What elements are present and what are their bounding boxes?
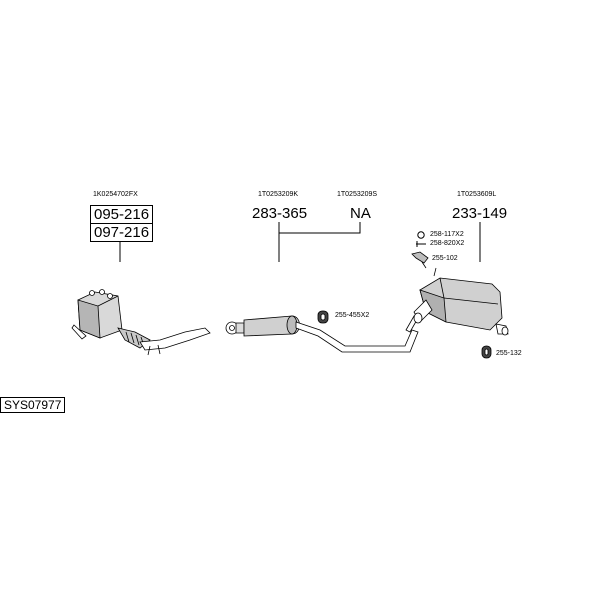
rear-muffler-icon[interactable] — [413, 267, 509, 336]
oem-number-1: 1K0254702FX — [93, 191, 138, 198]
oem-number-2b: 1T0253209S — [337, 191, 378, 198]
oem-number-3: 1T0253609L — [457, 191, 497, 198]
leader-bracket-2 — [278, 222, 361, 234]
part-number-2a[interactable]: 283-365 — [252, 205, 308, 222]
accessory-label-5[interactable]: 255-132 — [496, 350, 522, 357]
rubber-mount-icon[interactable] — [481, 345, 492, 359]
accessory-label-2[interactable]: 258-820X2 — [430, 240, 465, 247]
accessory-label-4[interactable]: 255-455X2 — [335, 312, 370, 319]
part-number-box-2[interactable]: 097-216 — [90, 223, 154, 242]
part-number-2b[interactable]: NA — [350, 205, 371, 222]
accessory-label-1[interactable]: 258-117X2 — [430, 231, 464, 238]
oem-number-2a: 1T0253209K — [258, 191, 299, 198]
catalytic-converter-icon[interactable] — [71, 289, 211, 356]
rubber-mount-icon[interactable] — [317, 310, 329, 324]
part-number-3[interactable]: 233-149 — [452, 205, 508, 222]
hanger-bracket-icon[interactable] — [411, 251, 429, 269]
ring-clamp-icon[interactable] — [417, 231, 425, 239]
accessory-label-3[interactable]: 255-102 — [432, 255, 458, 262]
diagram-id-label: SYS07977 — [0, 397, 66, 413]
leader-lines — [119, 222, 481, 262]
bolt-icon[interactable] — [416, 241, 426, 247]
